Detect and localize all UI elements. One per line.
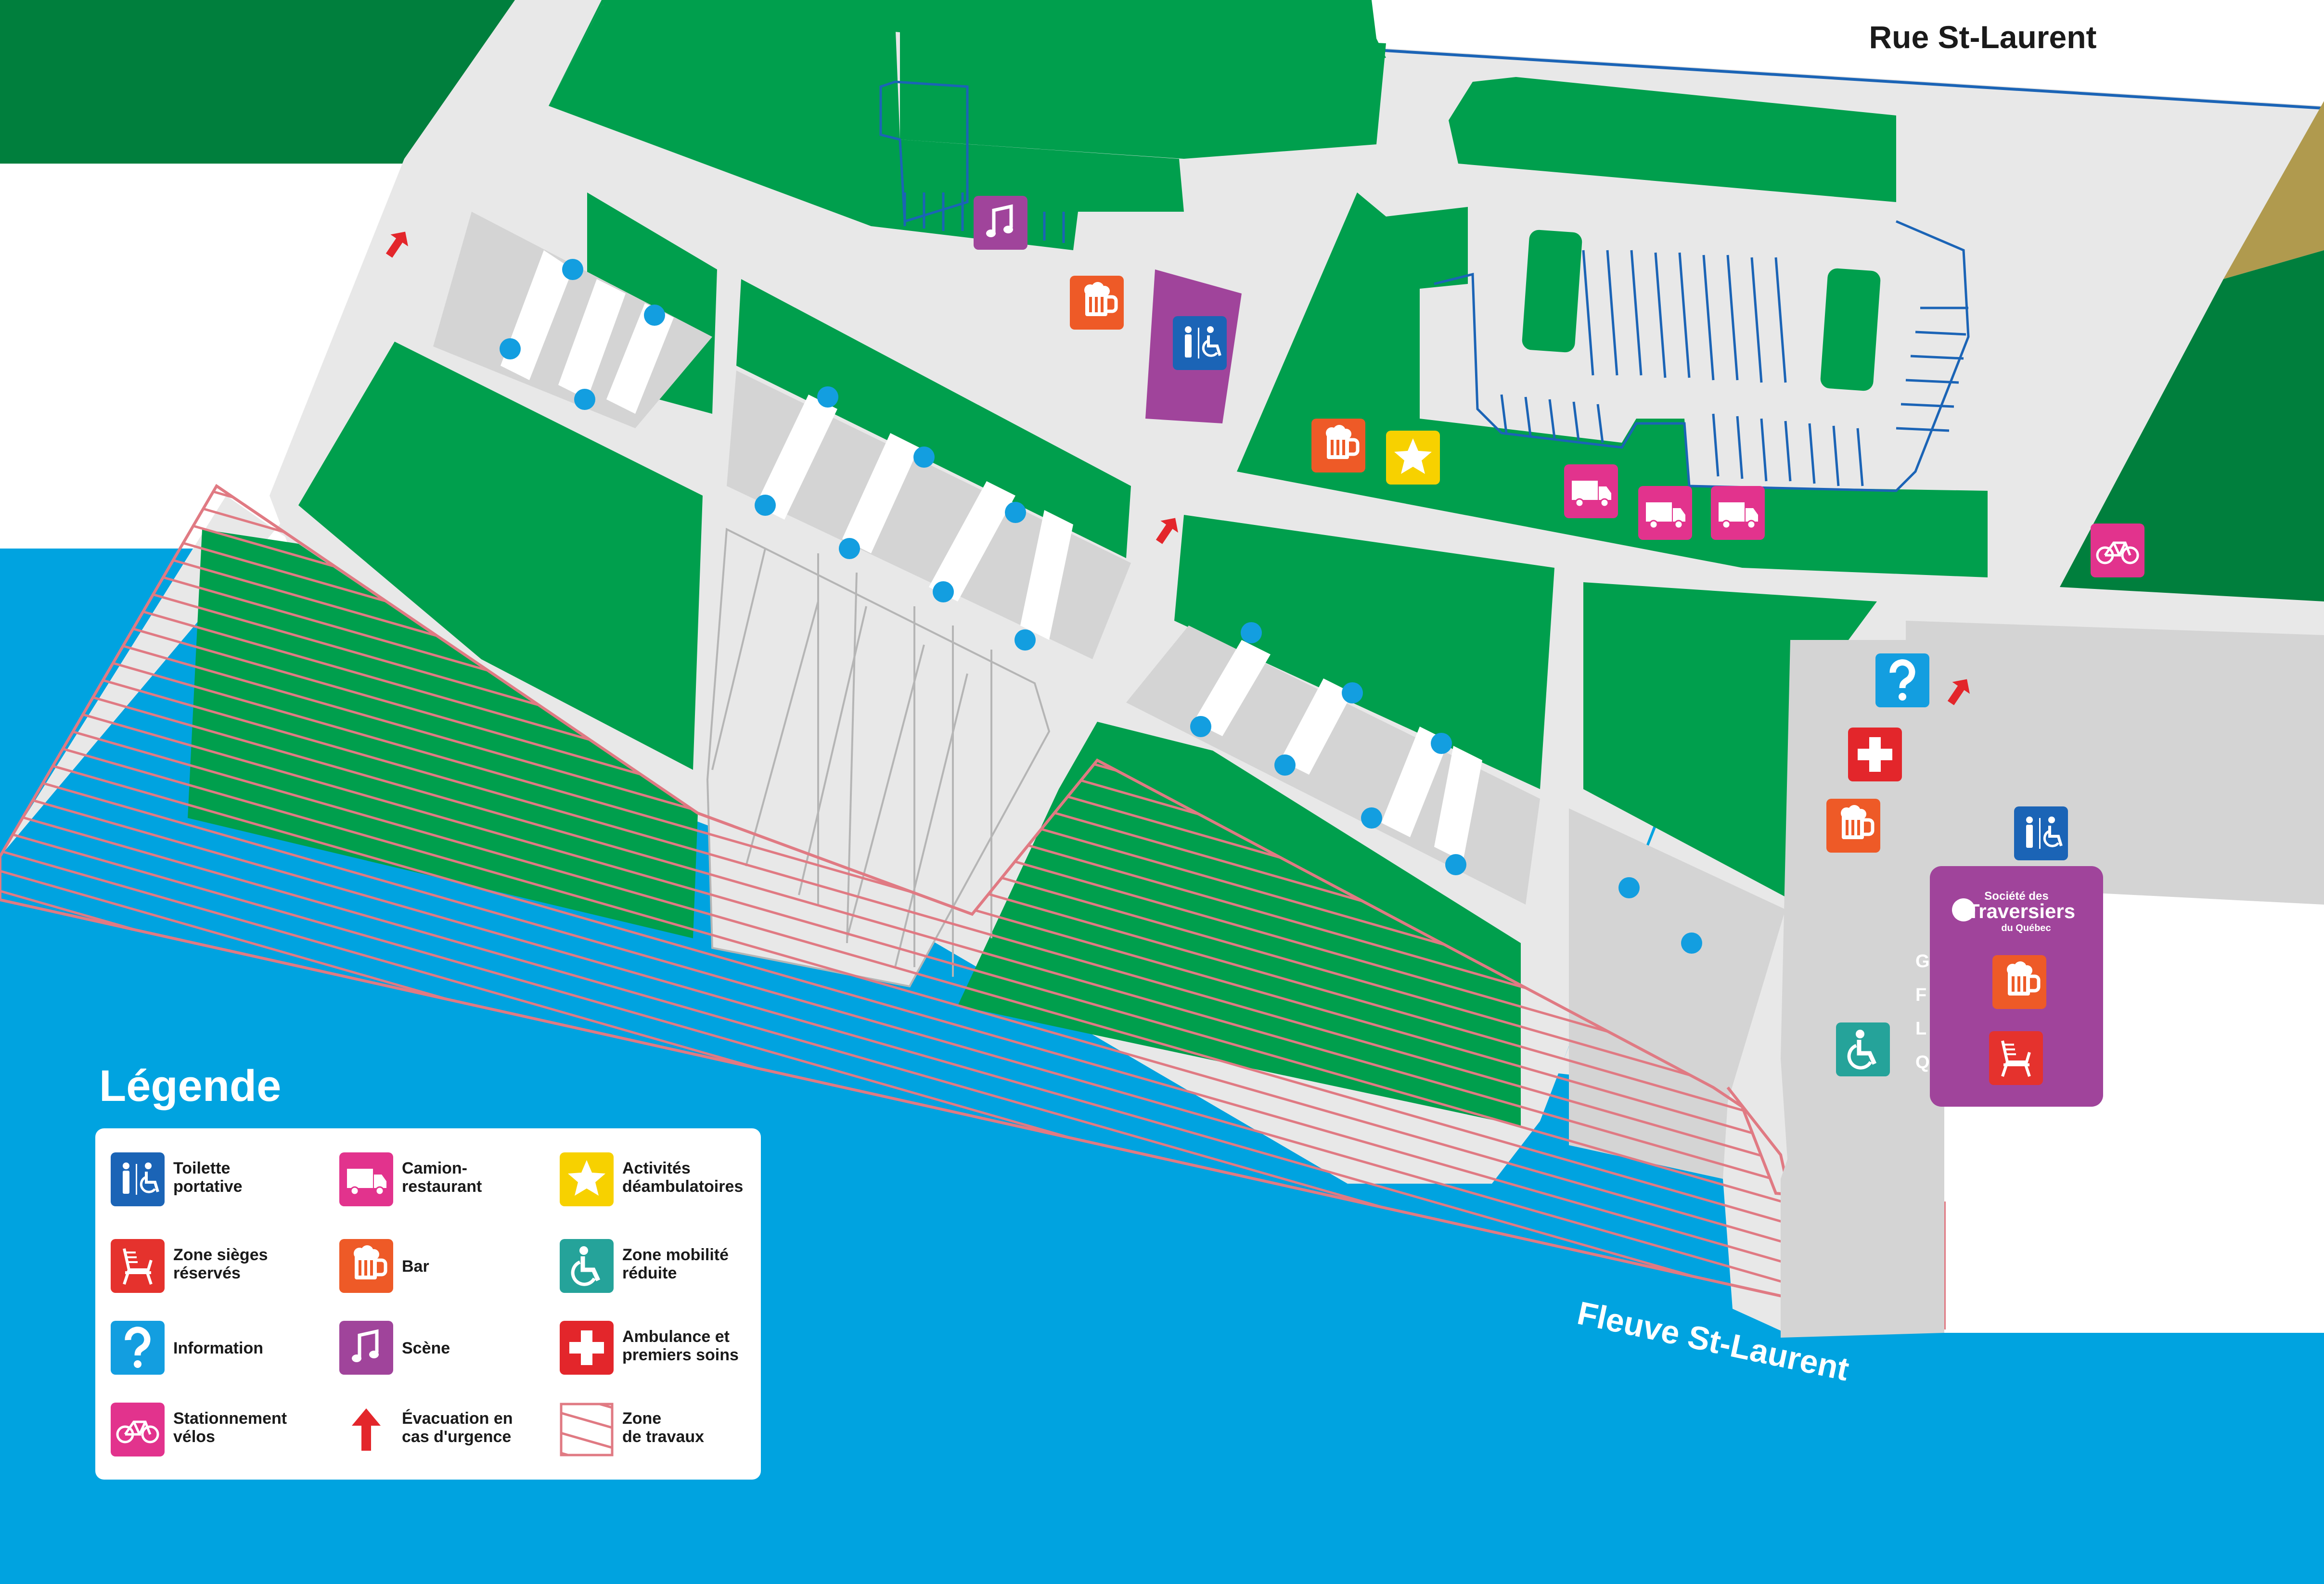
legend-item: Information (111, 1321, 322, 1379)
legend-label: Scène (402, 1339, 450, 1357)
first-aid-icon (560, 1321, 614, 1375)
legend-item: Scène (339, 1321, 551, 1379)
traversiers-logo-icon (1952, 898, 1975, 921)
green-plot-3 (298, 342, 703, 770)
toilet-icon (111, 1152, 165, 1206)
green-plot-2 (736, 279, 1131, 558)
legend-item: Bar (339, 1239, 551, 1297)
terminal-label-2: Traversiers (1967, 900, 2075, 922)
gflq-letter-q: Q (1915, 1052, 1930, 1073)
legend-label: Information (173, 1339, 263, 1357)
bike-icon (111, 1403, 165, 1456)
green-area-north-west (549, 5, 1184, 250)
right-park (2060, 250, 2324, 601)
reserved-seating-icon (111, 1239, 165, 1293)
parking-lines (903, 192, 1968, 486)
terminal-label-3: du Québec (2001, 923, 2051, 933)
gflq-letter-g: G (1915, 951, 1930, 971)
legend-label: Camion-restaurant (402, 1159, 482, 1196)
information-icon (111, 1321, 165, 1375)
food-truck-icon (339, 1152, 393, 1206)
information-icon (1875, 653, 1929, 707)
gflq-letter-l: L (1915, 1019, 1926, 1039)
street-label: Rue St-Laurent (1869, 19, 2096, 55)
bar-icon (1826, 799, 1880, 853)
star-icon (560, 1152, 614, 1206)
stage-icon (339, 1321, 393, 1375)
legend-label: Bar (402, 1257, 429, 1276)
crosswalk-stripes (501, 250, 1482, 861)
accessibility-icon (560, 1239, 614, 1293)
reserved-seating-icon (1989, 1031, 2043, 1085)
bar-icon (339, 1239, 393, 1293)
legend-item: Camion-restaurant (339, 1152, 551, 1210)
food-truck-icon (1637, 485, 1693, 541)
food-truck-icon (1563, 463, 1619, 519)
bar-icon (1070, 276, 1124, 330)
bike-icon (2091, 524, 2144, 577)
star-icon (1386, 431, 1440, 485)
green-plot-4 (1174, 515, 1554, 789)
bar-icon (1311, 419, 1365, 473)
first-aid-icon (1848, 728, 1902, 781)
blue-dots (500, 259, 1702, 954)
construction-zone-icon (560, 1403, 614, 1456)
olive-parcel (2223, 101, 2324, 279)
food-truck-icon (1710, 485, 1766, 541)
gflq-letter-f: F (1915, 985, 1926, 1005)
toilet-icon (1173, 316, 1227, 370)
evacuation-arrow-icon (339, 1403, 393, 1456)
terminal-label-1: Société des (1984, 890, 2048, 903)
accessibility-icon (1836, 1022, 1890, 1076)
stage-icon (974, 196, 1027, 250)
legend-title: Légende (99, 1061, 282, 1111)
bar-icon (1992, 955, 2046, 1009)
green-area-north-east (1449, 77, 1896, 202)
toilet-icon (2014, 806, 2068, 860)
